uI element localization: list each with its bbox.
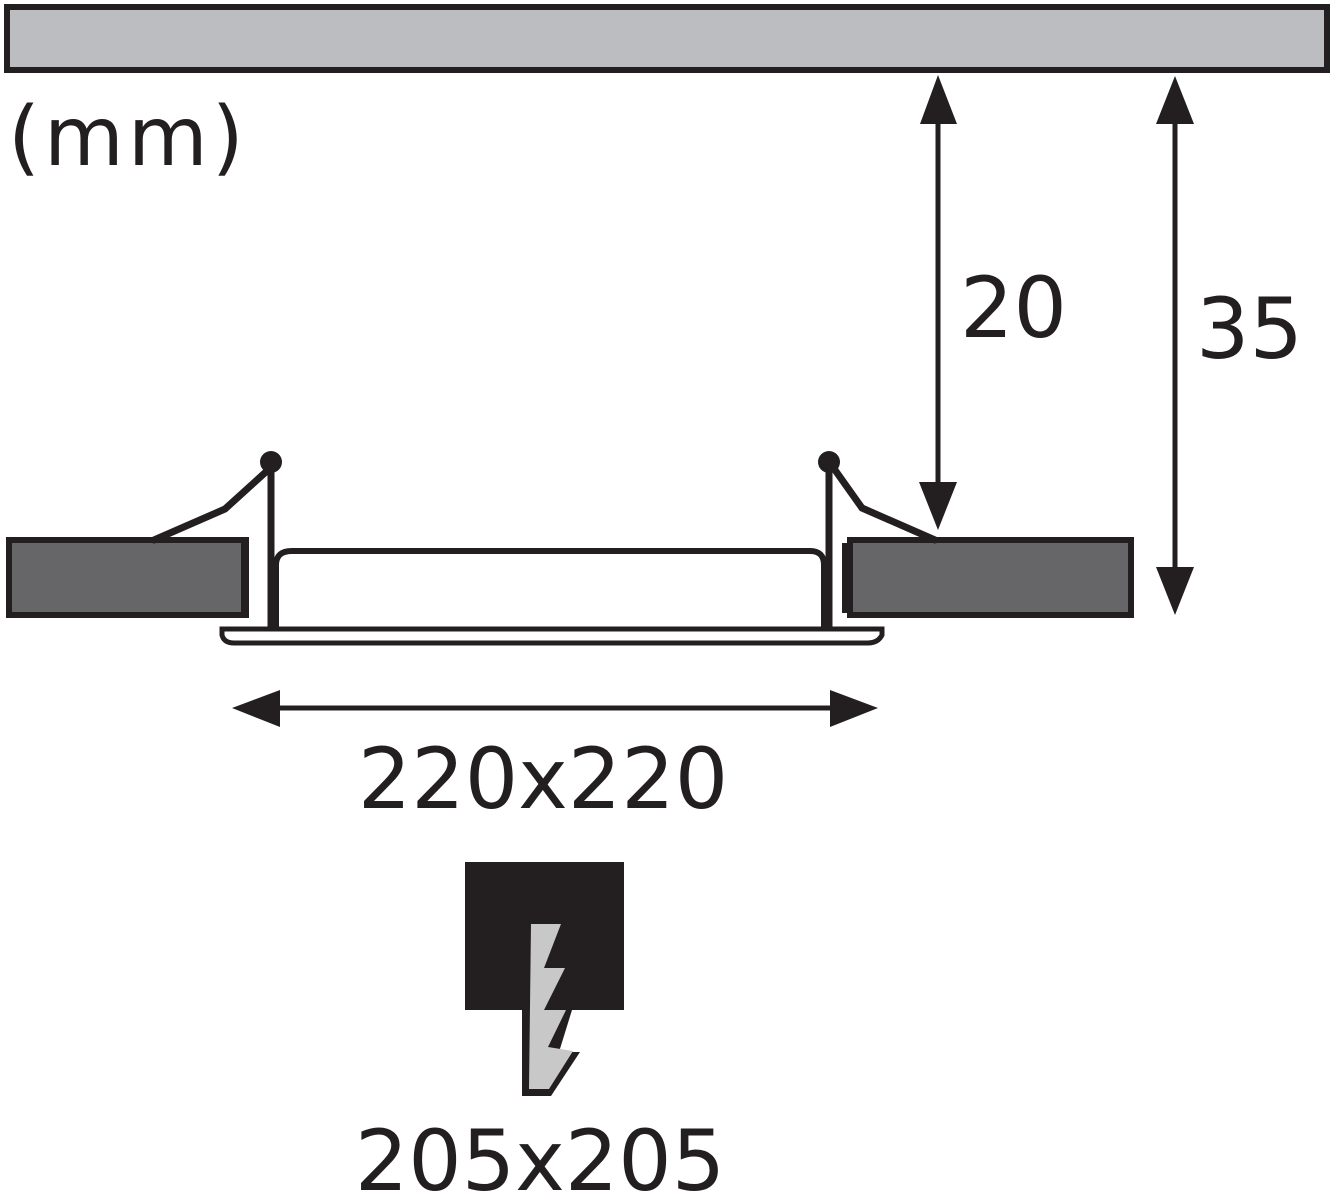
dimension-arrow-outer-size — [232, 690, 878, 727]
cutout-size-label: 205x205 — [355, 1112, 725, 1198]
outer-size-label: 220x220 — [358, 730, 728, 828]
total-depth-label: 35 — [1196, 280, 1303, 378]
ceiling-block-left — [6, 537, 249, 618]
lightning-bolt-fill — [529, 924, 573, 1089]
spring-clip-left — [150, 451, 282, 636]
dimension-arrow-recess-depth — [919, 75, 957, 530]
ceiling-bar — [4, 4, 1330, 73]
unit-label: (mm) — [8, 90, 248, 185]
recess-depth-label: 20 — [960, 259, 1067, 357]
ceiling-block-left-edge — [241, 543, 247, 613]
panel-flange — [219, 626, 885, 646]
ceiling-block-right-edge — [842, 543, 849, 613]
ceiling-block-right — [847, 537, 1134, 618]
square-cutout-with-lightning-bolt-icon — [465, 862, 624, 1096]
panel-body — [273, 548, 827, 630]
dimension-arrow-total-depth — [1156, 76, 1194, 615]
spring-clip-right — [818, 451, 939, 636]
